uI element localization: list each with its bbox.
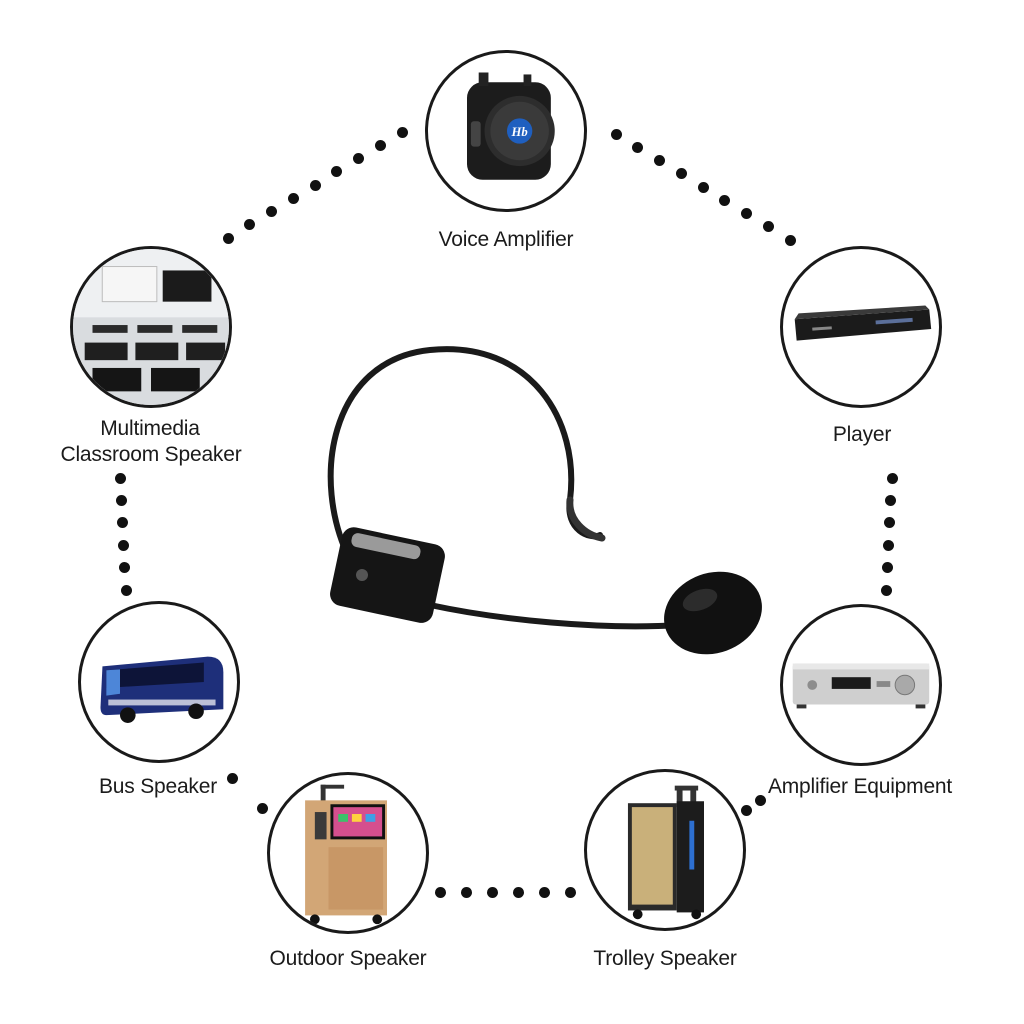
connector-dot xyxy=(610,128,622,140)
dvd-player-icon xyxy=(794,305,932,341)
connector-dot xyxy=(740,804,752,816)
trolley-speaker-circle xyxy=(584,769,746,931)
connector-dot xyxy=(741,208,752,219)
connector-dot xyxy=(287,192,299,204)
connector-dot xyxy=(697,181,709,193)
connector-dot xyxy=(266,206,277,217)
connector-dot xyxy=(116,517,128,529)
connector-dot xyxy=(115,494,127,506)
headset-microphone-icon xyxy=(327,346,762,655)
connector-dot xyxy=(460,886,472,898)
connector-dot xyxy=(244,219,256,231)
connector-dot xyxy=(654,155,665,166)
voice-amplifier-circle: Hb xyxy=(425,50,587,212)
connector-dot xyxy=(885,494,897,506)
connector-dot xyxy=(719,194,731,206)
connector-dot xyxy=(396,126,408,138)
connector-dot xyxy=(754,794,766,806)
bus-icon xyxy=(100,656,224,723)
classroom-icon xyxy=(73,249,229,405)
connector-dot xyxy=(119,562,131,574)
trolley-speaker-icon xyxy=(627,785,704,920)
connector-dot xyxy=(256,802,268,814)
connector-dot xyxy=(118,539,130,551)
connector-dot xyxy=(374,139,386,151)
connector-dot xyxy=(353,153,364,164)
bus-speaker-circle xyxy=(78,601,240,763)
label-outdoor-speaker: Outdoor Speaker xyxy=(269,947,427,970)
amplifier-icon xyxy=(792,663,930,709)
label-classroom-line2: Classroom Speaker xyxy=(60,443,242,466)
label-voice-amplifier: Voice Amplifier xyxy=(438,228,574,251)
connector-dot xyxy=(486,886,498,898)
player-circle xyxy=(780,246,942,408)
connector-dot xyxy=(632,141,644,153)
connector-dot xyxy=(675,168,687,180)
connector-dot xyxy=(114,472,126,484)
connector-dot xyxy=(884,517,896,529)
connector-dot xyxy=(880,584,892,596)
label-player: Player xyxy=(832,423,892,446)
outdoor-speaker-circle xyxy=(267,772,429,934)
connector-dot xyxy=(762,221,774,233)
connector-dot xyxy=(564,886,576,898)
amplifier-equipment-circle xyxy=(780,604,942,766)
connector-dot xyxy=(120,584,132,596)
connector-dot xyxy=(538,886,550,898)
outdoor-speaker-icon xyxy=(305,784,387,925)
voice-amplifier-icon: Hb xyxy=(467,72,555,180)
connector-dot xyxy=(512,886,524,898)
connector-dot xyxy=(309,179,321,191)
connector-dot xyxy=(881,562,893,574)
brand-mark: Hb xyxy=(511,125,528,139)
label-amplifier-equipment: Amplifier Equipment xyxy=(767,775,953,798)
connector-dot xyxy=(886,472,898,484)
connector-dot xyxy=(222,232,234,244)
classroom-circle xyxy=(70,246,232,408)
label-trolley-speaker: Trolley Speaker xyxy=(593,947,737,970)
connector-dot xyxy=(882,539,894,551)
connector-dot xyxy=(331,166,343,178)
connector-dot xyxy=(784,234,796,246)
connector-dot xyxy=(226,772,238,784)
label-bus-speaker: Bus Speaker xyxy=(98,775,218,798)
connector-dot xyxy=(434,886,446,898)
label-classroom-line1: Multimedia xyxy=(100,417,200,440)
